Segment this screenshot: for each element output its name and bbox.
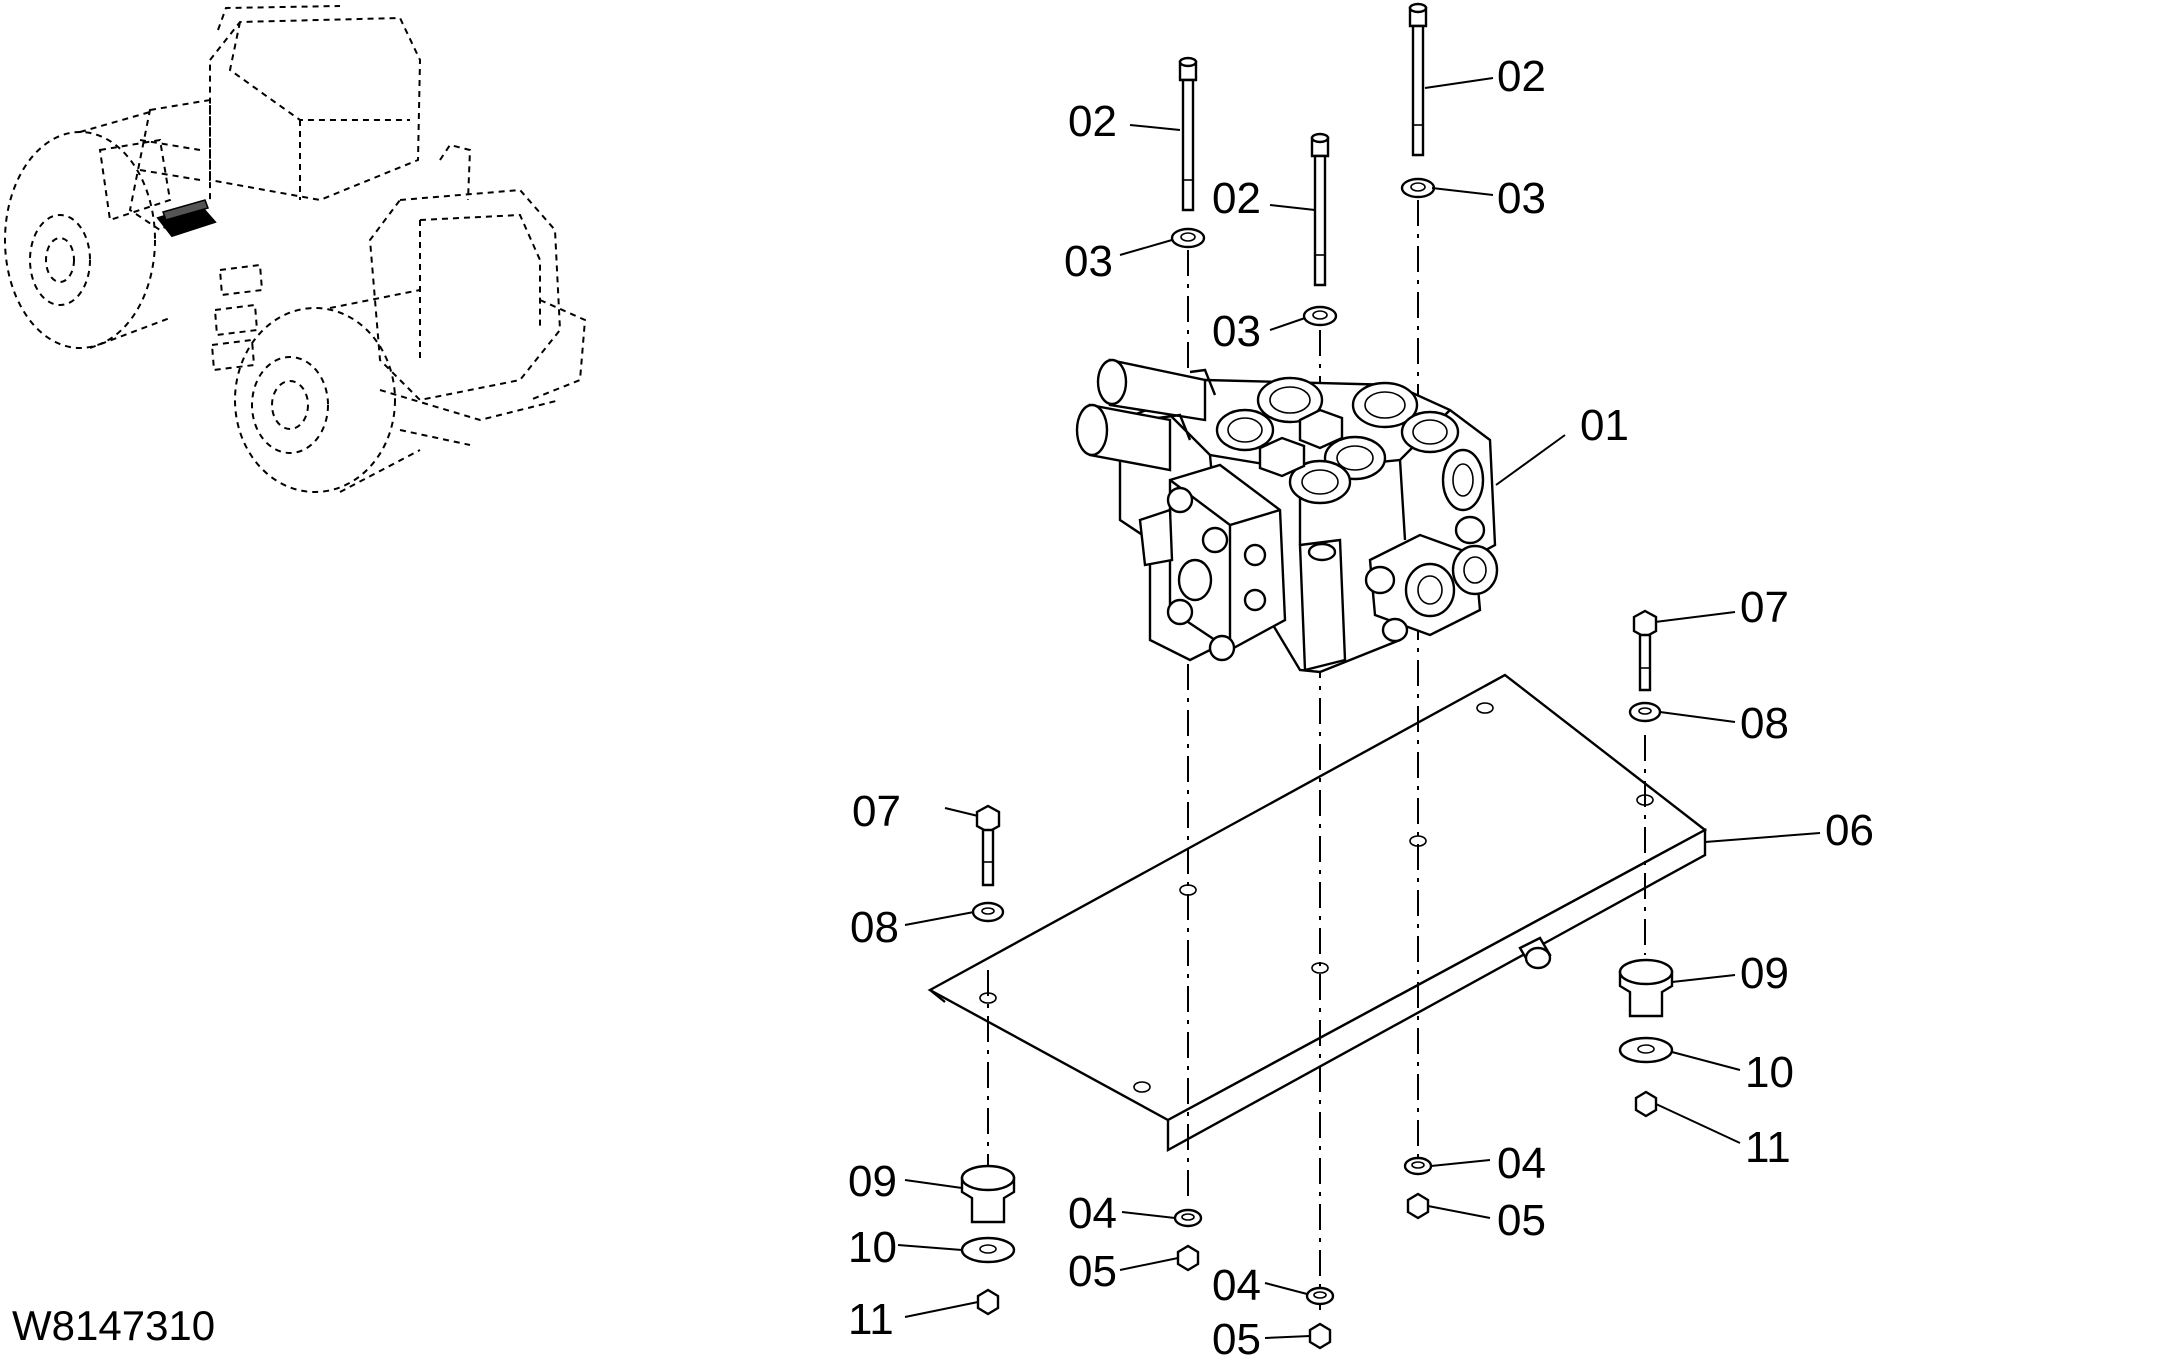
part-label-07: 07 <box>852 787 901 836</box>
leader-lines <box>897 77 1821 1339</box>
part-label-05: 05 <box>1212 1315 1261 1358</box>
part-label-04: 04 <box>1212 1261 1261 1310</box>
part-label-07: 07 <box>1740 583 1789 632</box>
part-label-04: 04 <box>1068 1189 1117 1238</box>
washers-04-nuts-05 <box>1173 1156 1433 1350</box>
part-label-08: 08 <box>1740 699 1789 748</box>
part-label-05: 05 <box>1068 1247 1117 1296</box>
part-label-11: 11 <box>848 1295 894 1344</box>
mounting-plate <box>927 673 1708 1153</box>
part-label-03: 03 <box>1212 307 1261 356</box>
part-labels: 02 02 02 03 03 03 01 07 08 07 08 06 09 1… <box>848 52 1874 1358</box>
part-label-04: 04 <box>1497 1139 1546 1188</box>
part-label-05: 05 <box>1497 1196 1546 1245</box>
part-label-08: 08 <box>850 903 899 952</box>
part-label-03: 03 <box>1497 174 1546 223</box>
part-label-06: 06 <box>1825 806 1874 855</box>
part-label-09: 09 <box>848 1157 897 1206</box>
bolts-07-washers-08 <box>971 609 1662 923</box>
washers-03 <box>1170 177 1436 327</box>
part-label-11: 11 <box>1745 1123 1791 1172</box>
part-label-02: 02 <box>1068 97 1117 146</box>
part-label-10: 10 <box>1745 1048 1794 1097</box>
part-label-02: 02 <box>1212 174 1261 223</box>
part-label-02: 02 <box>1497 52 1546 101</box>
part-label-03: 03 <box>1064 237 1113 286</box>
part-label-09: 09 <box>1740 949 1789 998</box>
machine-locator-sketch <box>4 5 587 493</box>
part-label-01: 01 <box>1580 401 1629 450</box>
part-label-10: 10 <box>848 1223 897 1272</box>
center-lines <box>987 200 1646 1310</box>
control-valve <box>1075 358 1499 674</box>
long-bolts <box>1178 2 1428 287</box>
drawing-number: W8147310 <box>12 1302 215 1349</box>
